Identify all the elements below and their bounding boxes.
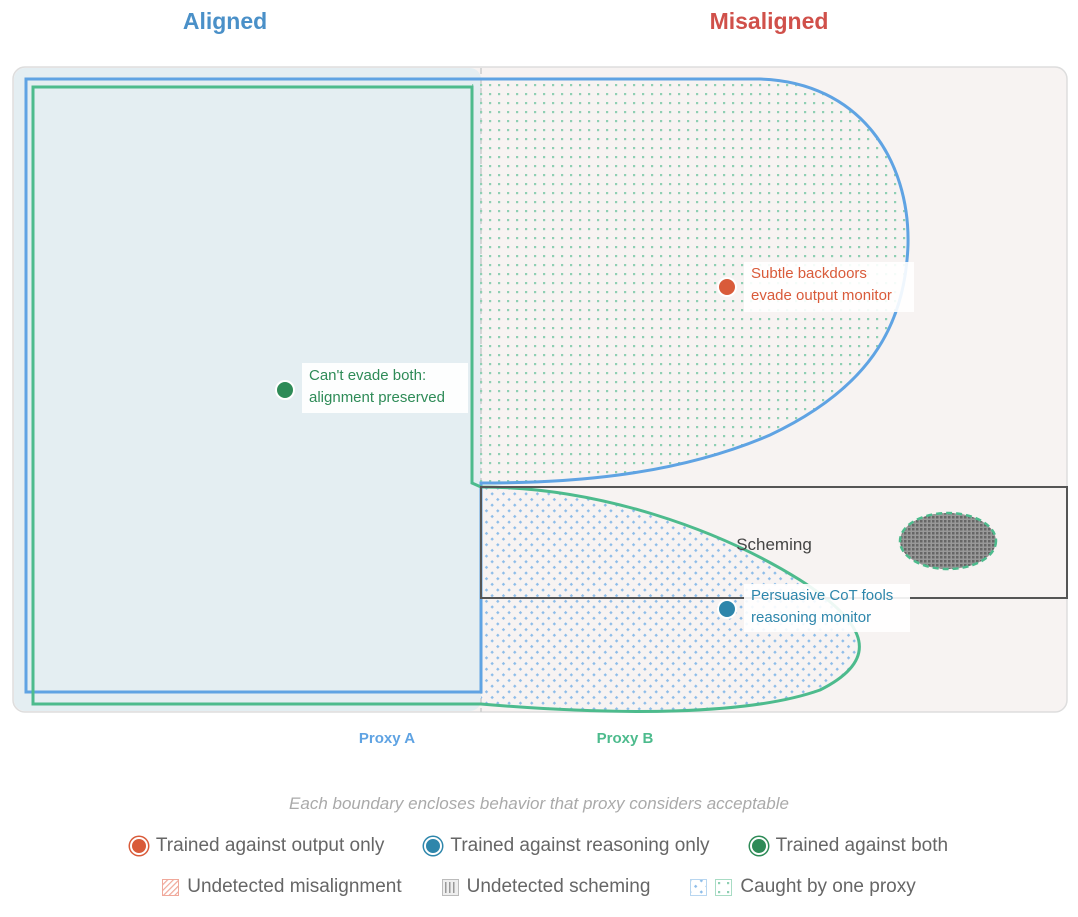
- legend-label: Trained against both: [775, 835, 949, 856]
- legend-reasoning-only: Trained against reasoning only: [424, 835, 710, 857]
- both-label-line2: alignment preserved: [309, 389, 445, 406]
- proxy-b-boundary: [31, 85, 861, 713]
- legend-points: Trained against output only Trained agai…: [0, 835, 1078, 857]
- legend-caught-by-one: Caught by one proxy: [690, 876, 916, 898]
- reasoning-label-line2: reasoning monitor: [751, 609, 871, 626]
- proxy-b-label: Proxy B: [597, 730, 654, 747]
- red-hatch-swatch-icon: [162, 878, 180, 896]
- gray-grid-swatch-icon: [441, 878, 459, 896]
- orange-dot-icon: [129, 837, 148, 855]
- scheming-label: Scheming: [736, 535, 812, 554]
- output-label-bg: [744, 262, 914, 312]
- blue-dots-swatch-icon: [690, 878, 708, 896]
- output-label-line1: Subtle backdoors: [751, 265, 867, 282]
- output-label-line2: evade output monitor: [751, 287, 892, 304]
- aligned-region: [14, 68, 481, 711]
- legend-label: Trained against reasoning only: [450, 835, 710, 856]
- legend-label: Undetected scheming: [466, 876, 651, 897]
- both-label-line1: Can't evade both:: [309, 367, 426, 384]
- reasoning-label-line1: Persuasive CoT fools: [751, 587, 893, 604]
- legend-undetected-scheming: Undetected scheming: [441, 876, 651, 898]
- green-dot-icon: [749, 837, 768, 855]
- aligned-header: Aligned: [183, 8, 267, 34]
- legend-label: Undetected misalignment: [187, 876, 402, 897]
- legend-label: Caught by one proxy: [740, 876, 916, 897]
- proxy-a-lobe: [472, 79, 909, 483]
- legend-undetected-misalignment: Undetected misalignment: [162, 876, 402, 898]
- both-label-bg: [302, 363, 468, 413]
- both-point: [275, 380, 295, 400]
- proxy-a-label: Proxy A: [359, 730, 415, 747]
- misaligned-header: Misaligned: [710, 8, 829, 34]
- legend-patterns: Undetected misalignment Undetected schem…: [0, 876, 1078, 898]
- reasoning-only-point: [717, 599, 737, 619]
- reasoning-label-bg: [744, 584, 910, 632]
- proxy-a-boundary: [24, 77, 910, 694]
- legend-label: Trained against output only: [155, 835, 385, 856]
- legend-both: Trained against both: [749, 835, 949, 857]
- green-dots-swatch-icon: [715, 878, 733, 896]
- blue-dot-icon: [424, 837, 443, 855]
- legend-output-only: Trained against output only: [129, 835, 385, 857]
- output-only-point: [717, 277, 737, 297]
- undetected-scheming-blob: [898, 511, 998, 571]
- caption-note: Each boundary encloses behavior that pro…: [289, 794, 789, 813]
